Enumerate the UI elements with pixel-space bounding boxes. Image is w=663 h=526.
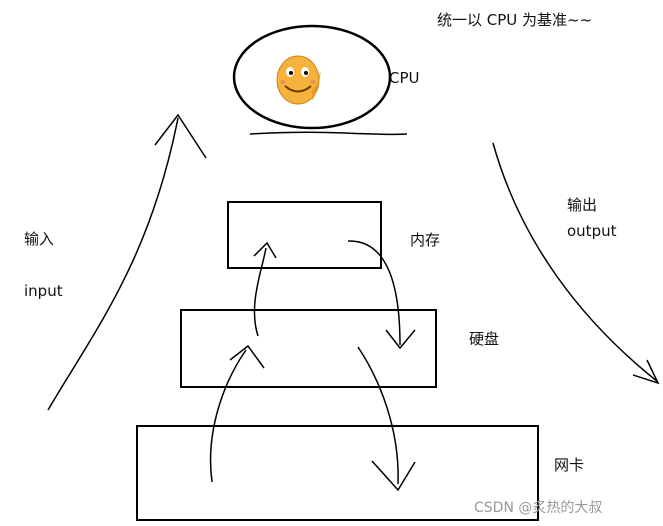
input-label-en: input [24,282,63,300]
network-card-box [136,425,539,521]
network-card-label: 网卡 [554,456,585,474]
input-label-cn: 输入 [24,230,55,248]
disk-to-network-arrow [357,346,416,492]
disk-to-memory-arrow [253,241,277,337]
cpu-ellipse [232,24,392,130]
output-label-cn: 输出 [567,196,598,214]
disk-box [180,309,437,388]
smiling-face-icon [276,55,321,105]
disk-label: 硬盘 [469,330,500,348]
cpu-baseline [249,131,408,136]
output-label-en: output [567,222,617,240]
input-arrow [47,113,207,411]
memory-box [227,201,382,269]
network-to-disk-arrow [209,344,265,483]
watermark: CSDN @炙热的大叔 [474,500,603,516]
header-note: 统一以 CPU 为基准~~ [437,11,593,29]
memory-label: 内存 [410,231,441,249]
cpu-label: CPU [389,69,420,87]
output-arrow [492,142,660,385]
memory-to-disk-arrow [347,240,416,350]
